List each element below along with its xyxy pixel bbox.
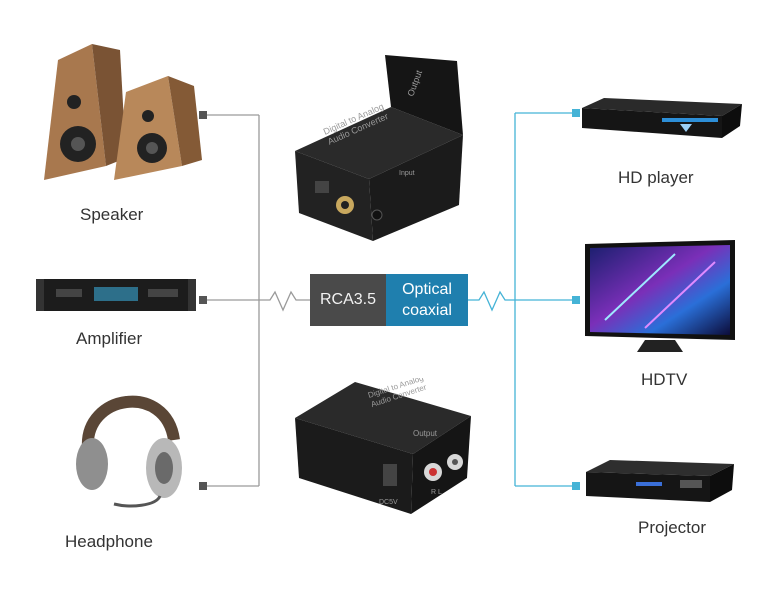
hdtv-icon xyxy=(585,240,735,352)
projector-label: Projector xyxy=(638,518,707,537)
projector-terminal xyxy=(572,482,580,490)
amplifier-wire xyxy=(204,290,310,312)
bottom-converter-icon: Digital to AnalogAudio Converter Output … xyxy=(295,378,471,514)
optical-wire xyxy=(468,290,515,312)
hd-player-label: HD player xyxy=(618,168,694,187)
rca-label: RCA3.5 xyxy=(319,291,377,308)
hdtv-label: HDTV xyxy=(641,370,688,389)
speaker-label: Speaker xyxy=(80,205,144,224)
headphone-terminal xyxy=(199,482,207,490)
hd-player-icon xyxy=(582,98,742,138)
headphone-icon xyxy=(76,395,182,508)
top-converter-port-label: Input xyxy=(399,170,415,177)
bottom-converter-face-text: Output xyxy=(413,429,438,438)
coaxial-label: coaxial xyxy=(402,302,452,319)
bottom-converter-rl-label: R L xyxy=(431,489,442,496)
headphone-label: Headphone xyxy=(65,532,153,551)
rca-box: RCA3.5 xyxy=(310,274,386,326)
speaker-icon xyxy=(44,44,202,180)
projector-icon xyxy=(586,460,734,502)
amplifier-icon xyxy=(36,279,196,311)
speaker-terminal xyxy=(199,111,207,119)
top-converter-icon: Digital to AnalogAudio Converter Output … xyxy=(295,55,463,241)
amplifier-label: Amplifier xyxy=(76,329,143,348)
optical-coaxial-box: Optical coaxial xyxy=(386,274,468,326)
hdtv-terminal xyxy=(572,296,580,304)
bottom-converter-power-label: DC5V xyxy=(379,499,398,506)
hd-player-terminal xyxy=(572,109,580,117)
amplifier-terminal xyxy=(199,296,207,304)
optical-label: Optical xyxy=(402,281,452,298)
